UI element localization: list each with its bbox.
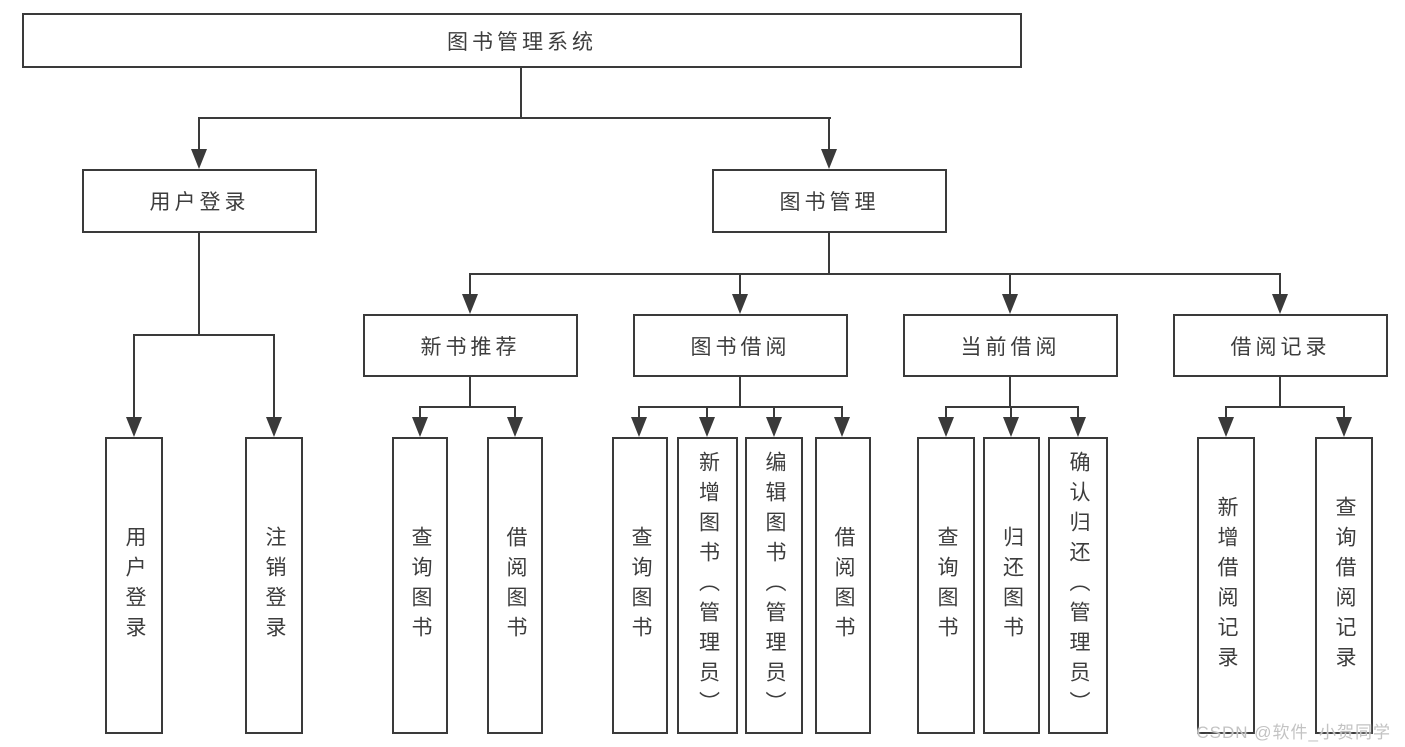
leaf-label: 查询图书	[409, 525, 432, 646]
leaf-label: 查询图书	[935, 525, 958, 646]
connector-line	[739, 377, 741, 407]
connector-line	[1225, 406, 1227, 418]
leaf-label: 查询借阅记录	[1333, 495, 1356, 676]
arrow-down-icon	[126, 417, 142, 437]
connector-line	[469, 273, 471, 296]
connector-line	[639, 406, 843, 408]
connector-line	[1009, 377, 1011, 407]
connector-line	[841, 406, 843, 418]
connector-line	[1010, 406, 1012, 418]
node-current-borrowing: 当前借阅	[903, 314, 1118, 377]
connector-line	[198, 117, 831, 119]
arrow-down-icon	[462, 294, 478, 314]
leaf-label: 借阅图书	[504, 525, 527, 646]
connector-line	[1225, 406, 1344, 408]
leaf-label: 借阅图书	[832, 525, 855, 646]
arrow-down-icon	[732, 294, 748, 314]
node-edit-book-admin: 编辑图书（管理员）	[745, 437, 803, 734]
leaf-label: 新增借阅记录	[1215, 495, 1238, 676]
node-add-borrow-record: 新增借阅记录	[1197, 437, 1255, 734]
leaf-label: 查询图书	[629, 525, 652, 646]
leaf-label: 编辑图书（管理员）	[763, 450, 786, 721]
node-book-management: 图书管理	[712, 169, 947, 233]
node-query-borrow-record: 查询借阅记录	[1315, 437, 1373, 734]
leaf-label: 归还图书	[1000, 525, 1024, 646]
connector-line	[419, 406, 421, 418]
node-book-borrowing: 图书借阅	[633, 314, 848, 377]
connector-line	[133, 334, 275, 336]
connector-line	[419, 406, 516, 408]
arrow-down-icon	[766, 417, 782, 437]
connector-line	[273, 334, 275, 418]
node-logout: 注销登录	[245, 437, 303, 734]
node-borrow-books-2: 借阅图书	[815, 437, 871, 734]
arrow-down-icon	[266, 417, 282, 437]
arrow-down-icon	[1003, 417, 1019, 437]
node-query-books-3: 查询图书	[917, 437, 975, 734]
arrow-down-icon	[821, 149, 837, 169]
connector-line	[1279, 377, 1281, 407]
arrow-down-icon	[834, 417, 850, 437]
connector-line	[1343, 406, 1345, 418]
arrow-down-icon	[938, 417, 954, 437]
connector-line	[514, 406, 516, 418]
leaf-label: 确认归还（管理员）	[1067, 450, 1090, 721]
node-new-book-recommend: 新书推荐	[363, 314, 578, 377]
connector-line	[520, 68, 522, 119]
node-add-book-admin: 新增图书（管理员）	[677, 437, 738, 734]
connector-line	[638, 406, 640, 418]
connector-line	[469, 377, 471, 407]
connector-line	[1077, 406, 1079, 418]
node-library-management-system: 图书管理系统	[22, 13, 1022, 68]
node-borrow-books-1: 借阅图书	[487, 437, 543, 734]
connector-line	[945, 406, 947, 418]
connector-line	[198, 117, 200, 152]
leaf-label: 注销登录	[263, 525, 286, 646]
connector-line	[133, 334, 135, 418]
node-query-books-1: 查询图书	[392, 437, 448, 734]
arrow-down-icon	[1218, 417, 1234, 437]
leaf-label: 用户登录	[123, 525, 146, 646]
connector-line	[773, 406, 775, 418]
arrow-down-icon	[699, 417, 715, 437]
connector-line	[945, 406, 1079, 408]
arrow-down-icon	[1070, 417, 1086, 437]
connector-line	[828, 233, 830, 275]
node-return-book: 归还图书	[983, 437, 1040, 734]
arrow-down-icon	[631, 417, 647, 437]
connector-line	[1009, 273, 1011, 296]
connector-line	[739, 273, 741, 296]
arrow-down-icon	[1272, 294, 1288, 314]
connector-line	[198, 233, 200, 336]
node-user-login: 用户登录	[82, 169, 317, 233]
leaf-label: 新增图书（管理员）	[696, 450, 720, 721]
arrow-down-icon	[1336, 417, 1352, 437]
connector-line	[470, 273, 1281, 275]
connector-line	[1279, 273, 1281, 296]
node-query-books-2: 查询图书	[612, 437, 668, 734]
arrow-down-icon	[191, 149, 207, 169]
arrow-down-icon	[412, 417, 428, 437]
connector-line	[828, 117, 830, 152]
node-borrowing-records: 借阅记录	[1173, 314, 1388, 377]
arrow-down-icon	[1002, 294, 1018, 314]
node-confirm-return-admin: 确认归还（管理员）	[1048, 437, 1108, 734]
node-user-login-leaf: 用户登录	[105, 437, 163, 734]
arrow-down-icon	[507, 417, 523, 437]
connector-line	[706, 406, 708, 418]
